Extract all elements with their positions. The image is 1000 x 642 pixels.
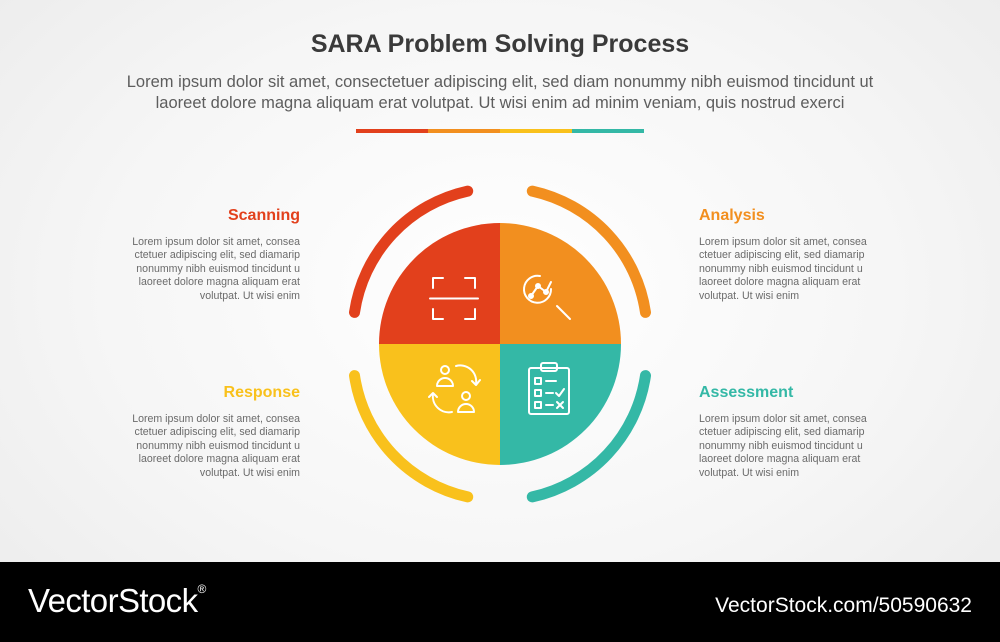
arc-response	[349, 370, 474, 503]
subtitle-line: laoreet dolore magna aliquam erat volutp…	[155, 94, 845, 112]
description-line: laoreet dolore magna aliquam erat	[138, 276, 300, 289]
description-line: nonummy nibh euismod tincidunt u	[699, 262, 863, 275]
description-line: Lorem ipsum dolor sit amet, consea	[132, 236, 300, 248]
description-line: laoreet dolore magna aliquam erat	[699, 453, 861, 466]
description-line: nonummy nibh euismod tincidunt u	[136, 262, 300, 275]
description-line: volutpat. Ut wisi enim	[199, 466, 300, 479]
assessment-description: Lorem ipsum dolor sit amet, consea ctetu…	[699, 413, 899, 480]
description-line: Lorem ipsum dolor sit amet, consea	[699, 236, 867, 248]
description-line: laoreet dolore magna aliquam erat	[699, 276, 861, 289]
description-line: laoreet dolore magna aliquam erat	[138, 453, 300, 466]
description-line: nonummy nibh euismod tincidunt u	[136, 439, 300, 452]
description-line: nonummy nibh euismod tincidunt u	[699, 439, 863, 452]
response-title: Response	[223, 384, 300, 401]
description-line: ctetuer adipiscing elit, sed diamarip	[699, 249, 865, 262]
description-line: volutpat. Ut wisi enim	[699, 466, 800, 479]
subtitle-line: Lorem ipsum dolor sit amet, consectetuer…	[126, 73, 874, 91]
analysis-title: Analysis	[699, 207, 765, 224]
description-line: Lorem ipsum dolor sit amet, consea	[699, 413, 867, 425]
divider-segment-scanning	[356, 129, 428, 133]
vectorstock-logo: VectorStock®	[28, 582, 206, 620]
description-line: ctetuer adipiscing elit, sed diamarip	[699, 426, 865, 439]
quadrant-response	[379, 344, 500, 465]
page-title: SARA Problem Solving Process	[310, 30, 690, 58]
magnifier-analytics-icon	[523, 274, 571, 320]
divider-segment-assessment	[572, 129, 644, 133]
scanning-title: Scanning	[227, 207, 300, 224]
description-line: ctetuer adipiscing elit, sed diamarip	[134, 249, 300, 262]
page-subtitle: Lorem ipsum dolor sit amet, consectetuer…	[60, 72, 940, 114]
scanning-description: Lorem ipsum dolor sit amet, consea ctetu…	[100, 236, 300, 303]
assessment-title: Assessment	[699, 384, 794, 401]
arc-analysis	[526, 185, 651, 318]
people-exchange-icon	[428, 364, 481, 414]
quadrant-analysis	[500, 223, 621, 344]
watermark-footer: VectorStock® VectorStock.com/50590632	[0, 562, 1000, 642]
description-line: volutpat. Ut wisi enim	[199, 289, 300, 302]
stock-image-id: VectorStock.com/50590632	[715, 594, 972, 617]
arc-scanning	[349, 185, 474, 318]
description-line: ctetuer adipiscing elit, sed diamarip	[134, 426, 300, 439]
quadrant-scanning	[379, 223, 500, 344]
divider-segment-response	[500, 129, 572, 133]
description-line: Lorem ipsum dolor sit amet, consea	[132, 413, 300, 425]
arc-assessment	[526, 370, 651, 503]
brand-name: VectorStock	[28, 582, 198, 619]
divider-segment-analysis	[428, 129, 500, 133]
registered-mark: ®	[197, 582, 207, 596]
description-line: volutpat. Ut wisi enim	[699, 289, 800, 302]
scan-frame-icon	[429, 277, 479, 320]
checklist-clipboard-icon	[528, 362, 570, 415]
response-description: Lorem ipsum dolor sit amet, consea ctetu…	[100, 413, 300, 480]
analysis-description: Lorem ipsum dolor sit amet, consea ctetu…	[699, 236, 899, 303]
